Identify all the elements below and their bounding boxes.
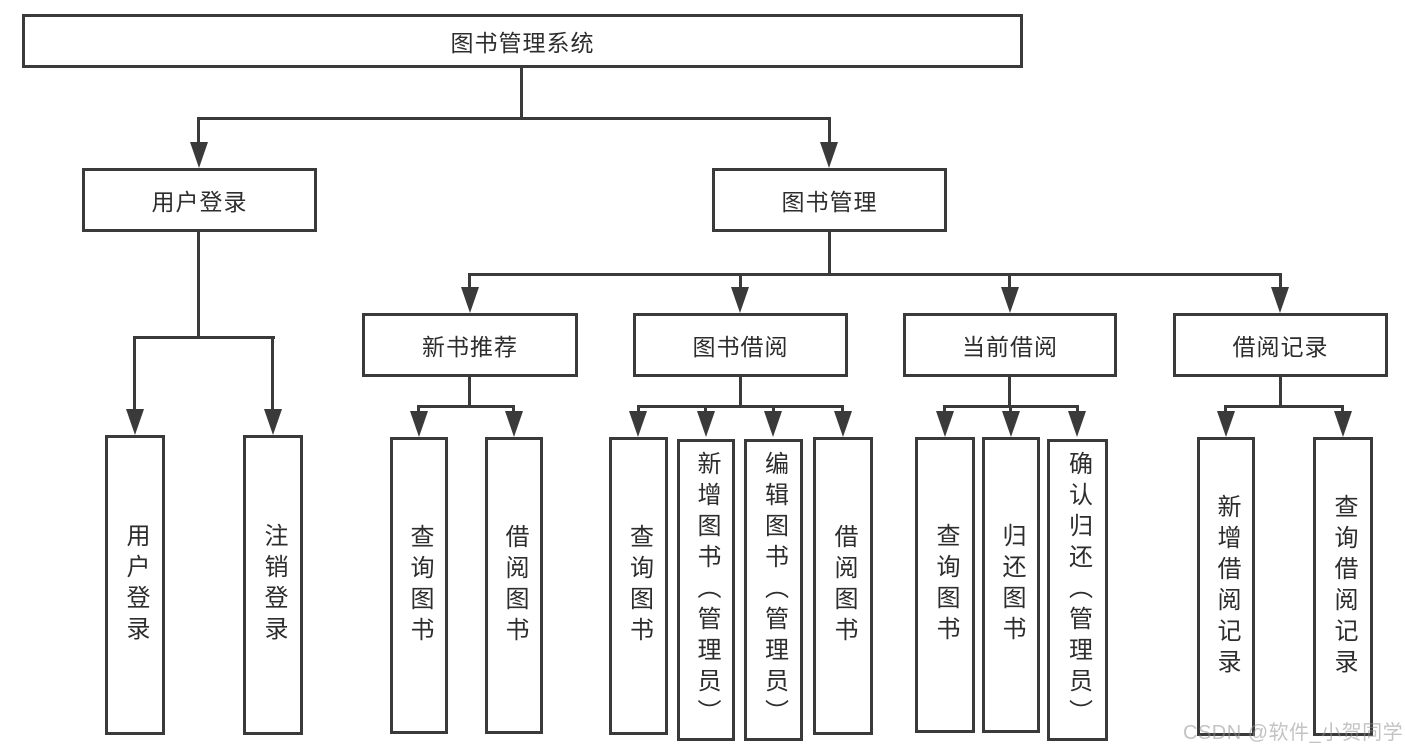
node-current-borrowing: 当前借阅 [903, 313, 1117, 377]
arrow-down-icon [410, 411, 428, 437]
arrow-down-icon [1002, 411, 1020, 437]
leaf-bb-add-books-admin: 新增图书（管理员） [677, 439, 735, 741]
leaf-label: 查询图书 [406, 523, 433, 648]
connector-line [1279, 273, 1282, 291]
connector-line [1008, 273, 1011, 291]
leaf-label: 归还图书 [998, 523, 1025, 647]
node-user-login: 用户登录 [82, 168, 317, 232]
leaf-label: 借阅图书 [501, 523, 528, 648]
leaf-label: 查询借阅记录 [1330, 493, 1357, 680]
leaf-nb-borrow-books: 借阅图书 [485, 437, 543, 734]
arrow-down-icon [764, 411, 782, 437]
connector-line [133, 336, 136, 413]
node-borrowing-records: 借阅记录 [1173, 313, 1388, 377]
arrow-down-icon [697, 411, 715, 437]
connector-line [828, 117, 831, 145]
arrow-down-icon [1001, 287, 1019, 313]
connector-line [1224, 405, 1344, 408]
node-book-management: 图书管理 [712, 168, 947, 232]
connector-line [1224, 405, 1227, 415]
leaf-br-add-borrow-record: 新增借阅记录 [1197, 437, 1255, 736]
node-new-book-recommendation: 新书推荐 [362, 313, 578, 377]
arrow-down-icon [834, 411, 852, 437]
arrow-down-icon [126, 409, 144, 435]
leaf-cb-query-books: 查询图书 [915, 437, 975, 733]
connector-line [512, 405, 515, 415]
connector-line [197, 232, 200, 336]
connector-line [198, 117, 831, 120]
leaf-label: 查询图书 [625, 524, 653, 648]
node-book-borrowing: 图书借阅 [633, 313, 848, 377]
leaf-label: 注销登录 [260, 523, 287, 647]
connector-line [1279, 377, 1282, 405]
connector-line [828, 232, 831, 273]
arrow-down-icon [264, 409, 282, 435]
leaf-bb-edit-books-admin: 编辑图书（管理员） [744, 439, 803, 741]
arrow-down-icon [820, 142, 838, 168]
connector-line [772, 405, 775, 415]
connector-line [1076, 405, 1079, 415]
connector-line [468, 273, 1281, 276]
leaf-label: 新增借阅记录 [1213, 493, 1240, 680]
connector-line [520, 68, 523, 117]
arrow-down-icon [1271, 287, 1289, 313]
arrow-down-icon [936, 411, 954, 437]
arrow-down-icon [190, 142, 208, 168]
leaf-logout: 注销登录 [243, 435, 303, 735]
arrow-down-icon [731, 287, 749, 313]
connector-line [637, 405, 844, 408]
node-book-management-system: 图书管理系统 [22, 14, 1023, 68]
connector-line [468, 377, 471, 405]
connector-line [739, 377, 742, 405]
connector-line [468, 273, 471, 291]
connector-line [417, 405, 515, 408]
connector-line [133, 336, 275, 339]
leaf-br-query-borrow-record: 查询借阅记录 [1313, 437, 1373, 736]
connector-line [841, 405, 844, 415]
connector-line [1008, 377, 1011, 405]
leaf-label: 借阅图书 [830, 524, 857, 648]
connector-line [417, 405, 420, 415]
leaf-cb-return-books: 归还图书 [982, 437, 1040, 733]
csdn-watermark: CSDN @软件_小贺同学 [1183, 722, 1404, 744]
arrow-down-icon [629, 411, 647, 437]
connector-line [943, 405, 946, 415]
arrow-down-icon [505, 411, 523, 437]
leaf-label: 新增图书（管理员） [693, 450, 720, 730]
leaf-nb-query-books: 查询图书 [390, 437, 448, 734]
arrow-down-icon [461, 287, 479, 313]
arrow-down-icon [1217, 411, 1235, 437]
connector-line [739, 273, 742, 291]
connector-line [271, 336, 274, 413]
connector-line [197, 117, 200, 145]
arrow-down-icon [1068, 411, 1086, 437]
leaf-cb-confirm-return-admin: 确认归还（管理员） [1047, 439, 1108, 741]
leaf-bb-borrow-books: 借阅图书 [813, 437, 873, 735]
leaf-label: 编辑图书（管理员） [760, 450, 788, 730]
arrow-down-icon [1334, 411, 1352, 437]
connector-line [637, 405, 640, 415]
leaf-label: 确认归还（管理员） [1064, 450, 1092, 730]
leaf-bb-query-books: 查询图书 [609, 437, 668, 735]
leaf-user-login: 用户登录 [105, 435, 165, 735]
connector-line [704, 405, 707, 415]
leaf-label: 用户登录 [122, 523, 149, 647]
leaf-label: 查询图书 [932, 523, 959, 647]
connector-line [1009, 405, 1012, 415]
connector-line [1341, 405, 1344, 415]
